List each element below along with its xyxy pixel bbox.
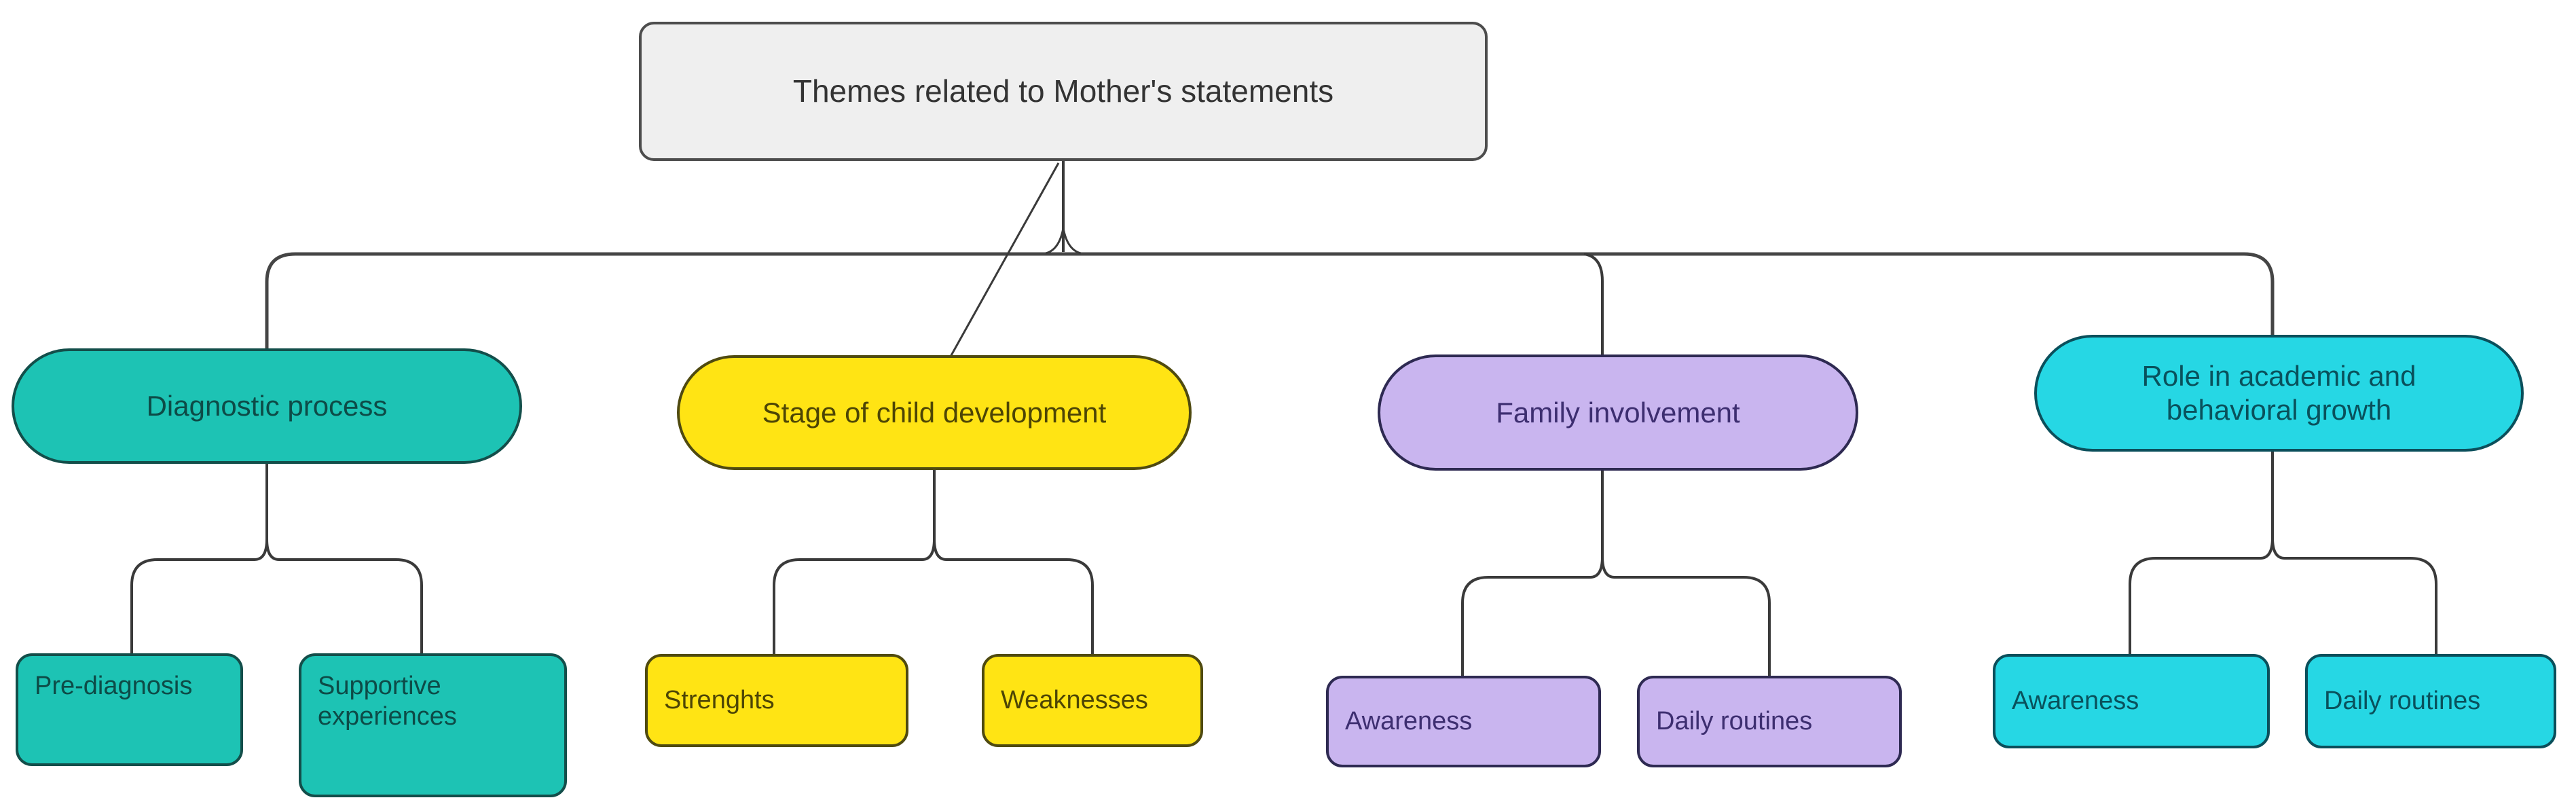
node-root-theme: Themes related to Mother's statements	[639, 22, 1488, 161]
node-diagnostic-process-label: Diagnostic process	[146, 390, 388, 422]
node-supportive-experiences-label: Supportive experiences	[318, 672, 457, 731]
node-family-daily-routines-label: Daily routines	[1656, 707, 1813, 736]
node-strenghts: Strenghts	[645, 654, 908, 747]
node-strenghts-label: Strenghts	[664, 686, 775, 715]
node-pre-diagnosis-label: Pre-diagnosis	[35, 672, 193, 700]
node-weaknesses-label: Weaknesses	[1001, 686, 1148, 715]
node-role-daily-routines: Daily routines	[2305, 654, 2556, 748]
node-stage-of-child-development-label: Stage of child development	[762, 396, 1107, 429]
node-role-academic-behavioral-growth-label: Role in academic and behavioral growth	[2141, 360, 2416, 426]
node-role-daily-routines-label: Daily routines	[2324, 687, 2481, 716]
node-weaknesses: Weaknesses	[982, 654, 1203, 747]
node-family-awareness-label: Awareness	[1345, 707, 1473, 736]
node-pre-diagnosis: Pre-diagnosis	[16, 653, 243, 766]
node-family-awareness: Awareness	[1326, 676, 1601, 767]
node-family-involvement: Family involvement	[1378, 354, 1858, 471]
node-family-daily-routines: Daily routines	[1637, 676, 1902, 767]
node-family-involvement-label: Family involvement	[1496, 396, 1740, 429]
node-diagnostic-process: Diagnostic process	[12, 348, 522, 464]
node-role-academic-behavioral-growth: Role in academic and behavioral growth	[2034, 335, 2524, 452]
node-role-awareness-label: Awareness	[2012, 687, 2139, 716]
node-role-awareness: Awareness	[1993, 654, 2270, 748]
node-stage-of-child-development: Stage of child development	[677, 355, 1192, 470]
node-supportive-experiences: Supportive experiences	[299, 653, 567, 797]
node-root-label: Themes related to Mother's statements	[792, 73, 1334, 109]
